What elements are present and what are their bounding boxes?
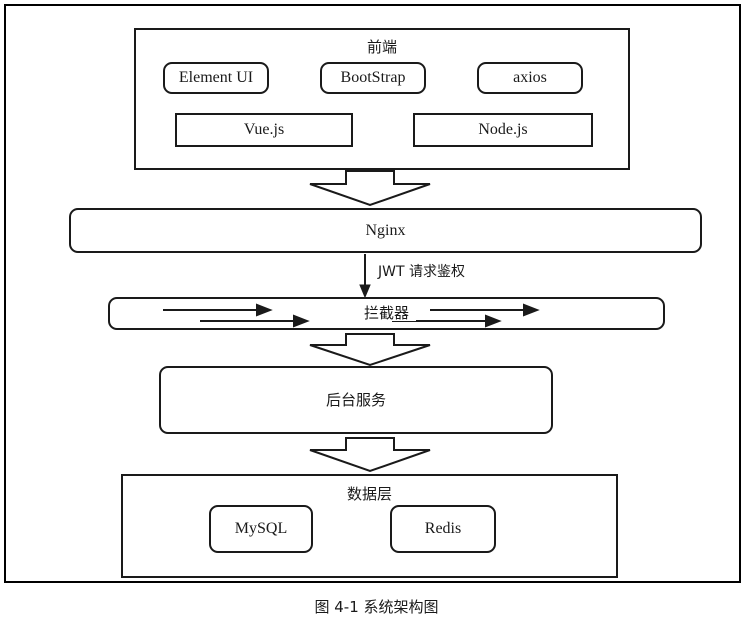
frontend-component-axios-label: axios [513,69,547,86]
figure-outer-border [4,4,741,583]
frontend-layer-title: 前端 [366,38,397,56]
interceptor-box[interactable]: 拦截器 [108,297,665,330]
frontend-component-nodejs-label: Node.js [478,121,528,138]
frontend-component-nodejs[interactable]: Node.js [413,113,593,147]
data-store-mysql-label: MySQL [234,520,288,537]
nginx-label: Nginx [365,221,406,239]
data-layer-group: 数据层 [121,474,618,578]
frontend-component-vuejs[interactable]: Vue.js [175,113,353,147]
frontend-component-axios[interactable]: axios [477,62,583,94]
frontend-component-bootstrap[interactable]: BootStrap [320,62,426,94]
figure-caption: 图 4-1 系统架构图 [314,598,439,616]
block-arrow-interceptor-to-backend [309,333,431,367]
nginx-box[interactable]: Nginx [69,208,702,253]
frontend-layer-group: 前端 [134,28,630,170]
edge-label-jwt-auth: JWT 请求鉴权 [378,264,465,280]
data-store-redis[interactable]: Redis [390,505,496,553]
block-arrow-frontend-to-nginx [309,170,431,207]
line-arrow-nginx-to-interceptor [359,254,371,299]
interceptor-label: 拦截器 [356,306,416,321]
frontend-component-vuejs-label: Vue.js [243,121,285,138]
backend-service-label: 后台服务 [325,390,386,409]
frontend-component-bootstrap-label: BootStrap [340,69,406,86]
data-store-redis-label: Redis [424,520,462,537]
frontend-component-element-ui[interactable]: Element UI [163,62,269,94]
frontend-component-element-ui-label: Element UI [178,69,254,86]
data-store-mysql[interactable]: MySQL [209,505,313,553]
interceptor-flow-arrows [163,303,540,328]
backend-service-box[interactable]: 后台服务 [159,366,553,434]
data-layer-title: 数据层 [346,485,392,503]
block-arrow-backend-to-data-layer [309,437,431,473]
